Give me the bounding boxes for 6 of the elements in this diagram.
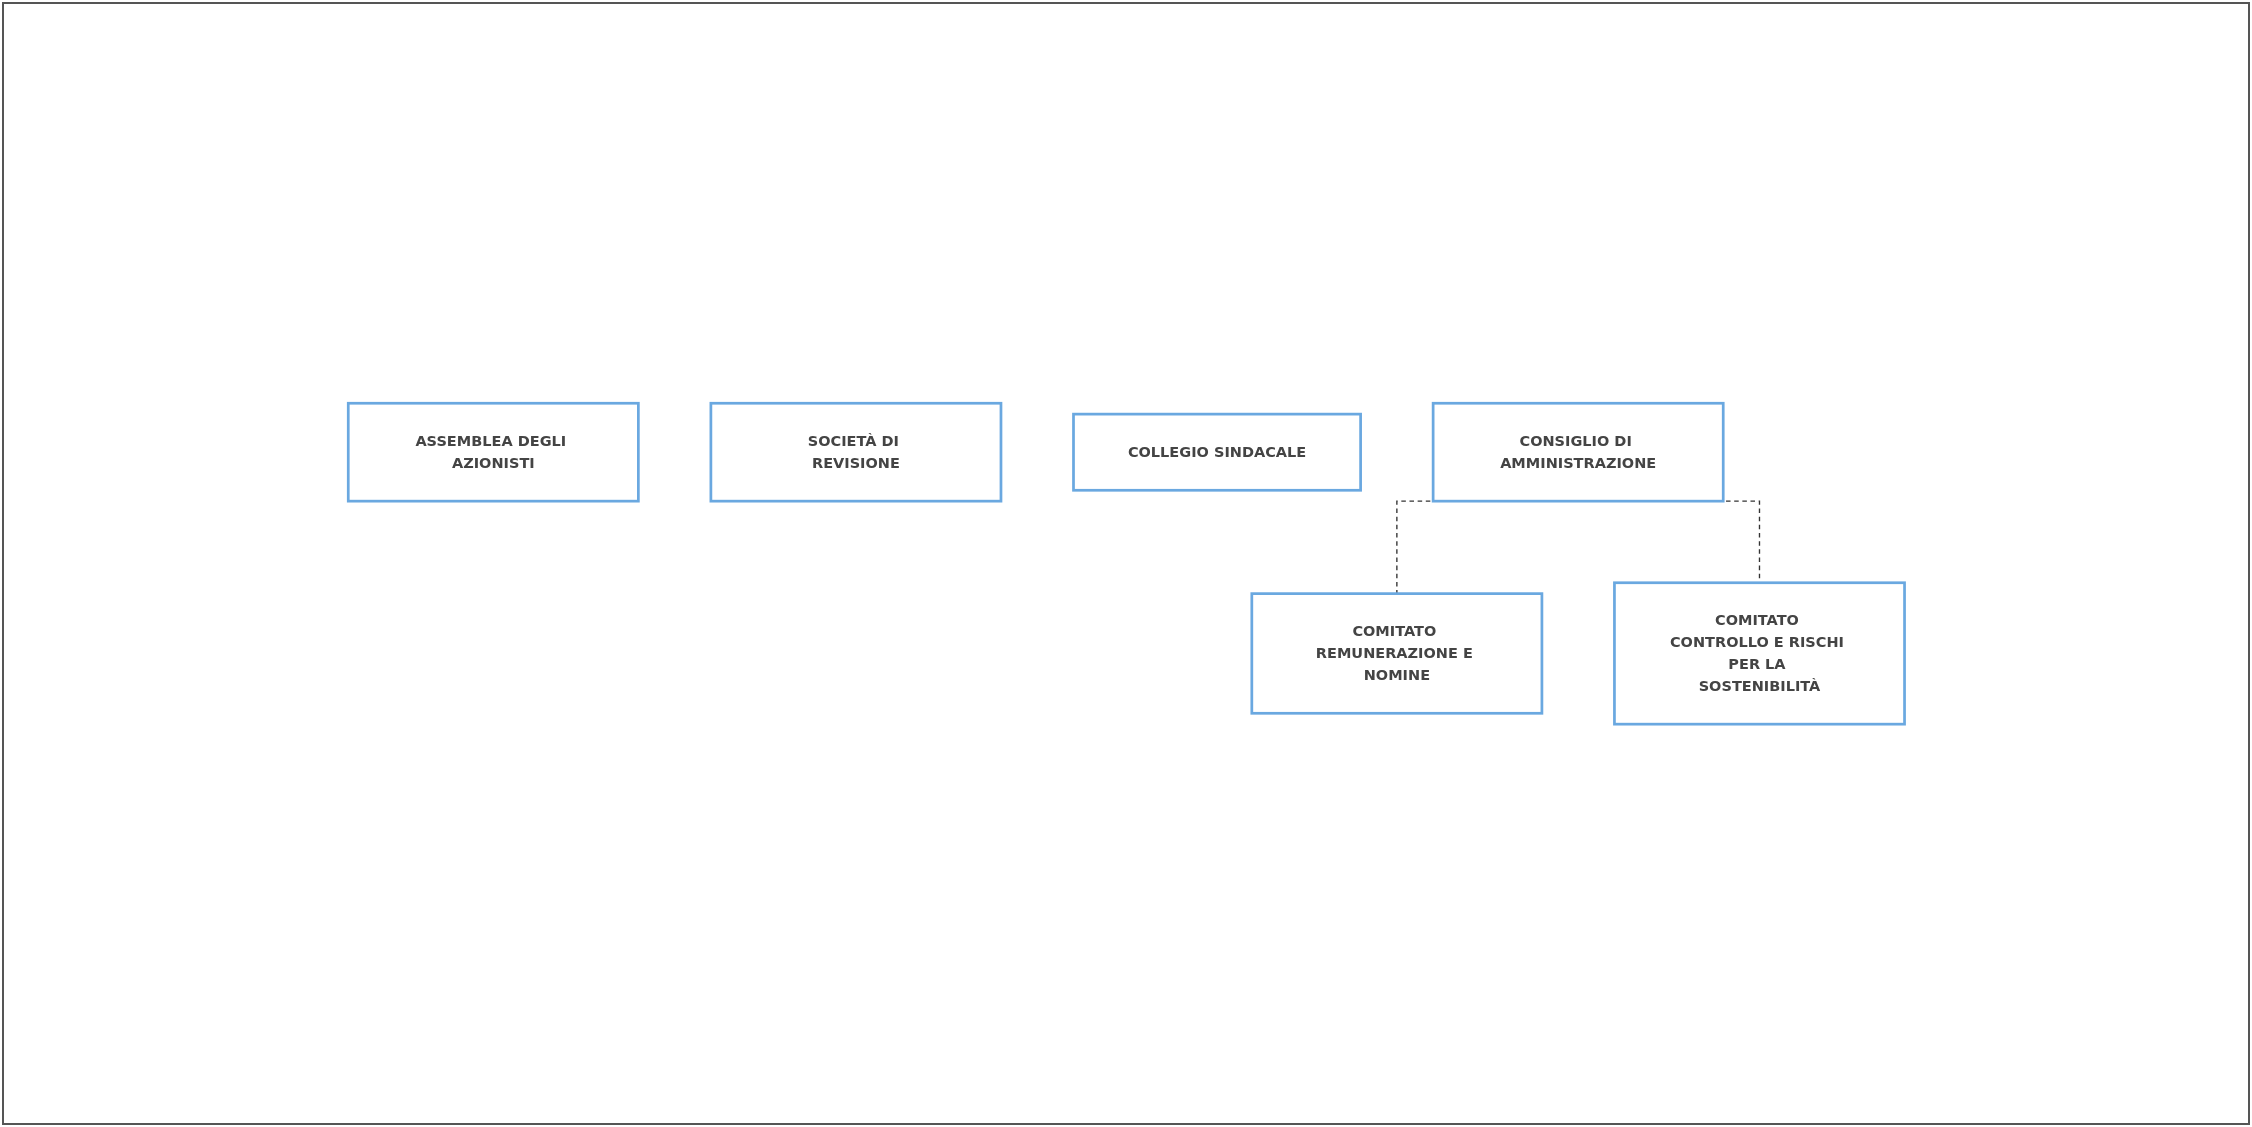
node-box: COMITATO CONTROLLO E RISCHI PER LA SOSTENIBILITÀ (1612, 581, 1906, 726)
node-box: CONSIGLIO DI AMMINISTRAZIONE (1431, 401, 1725, 503)
node-box: COLLEGIO SINDACALE (1071, 412, 1362, 492)
node-box: SOCIETÀ DI REVISIONE (709, 401, 1002, 503)
node-box: ASSEMBLEA DEGLI AZIONISTI (346, 401, 640, 503)
node-box: COMITATO REMUNERAZIONE E NOMINE (1250, 592, 1543, 715)
